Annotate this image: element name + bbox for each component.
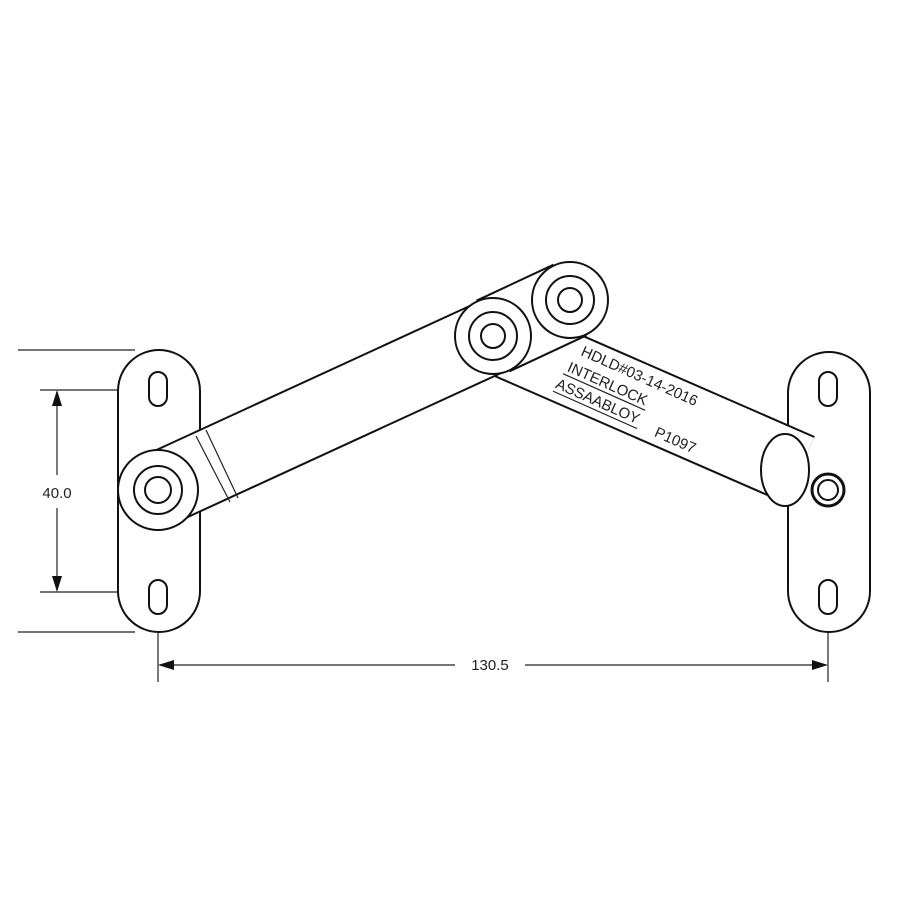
height-dimension-label: 40.0 [42,485,71,502]
slot-icon [818,579,838,615]
slot-icon [818,371,838,407]
height-dimension: 40.0 [18,349,150,633]
left-pivot [117,449,199,531]
right-arm: HDLD#03-14-2016 INTERLOCK ASSAABLOY P109… [478,302,846,508]
width-dimension-label: 130.5 [471,657,509,674]
slot-icon [148,579,168,615]
pivot-bolt-icon [810,472,846,508]
slot-icon [148,371,168,407]
left-arm [117,301,509,531]
width-dimension: 130.5 [157,610,829,682]
connecting-link [454,261,609,375]
